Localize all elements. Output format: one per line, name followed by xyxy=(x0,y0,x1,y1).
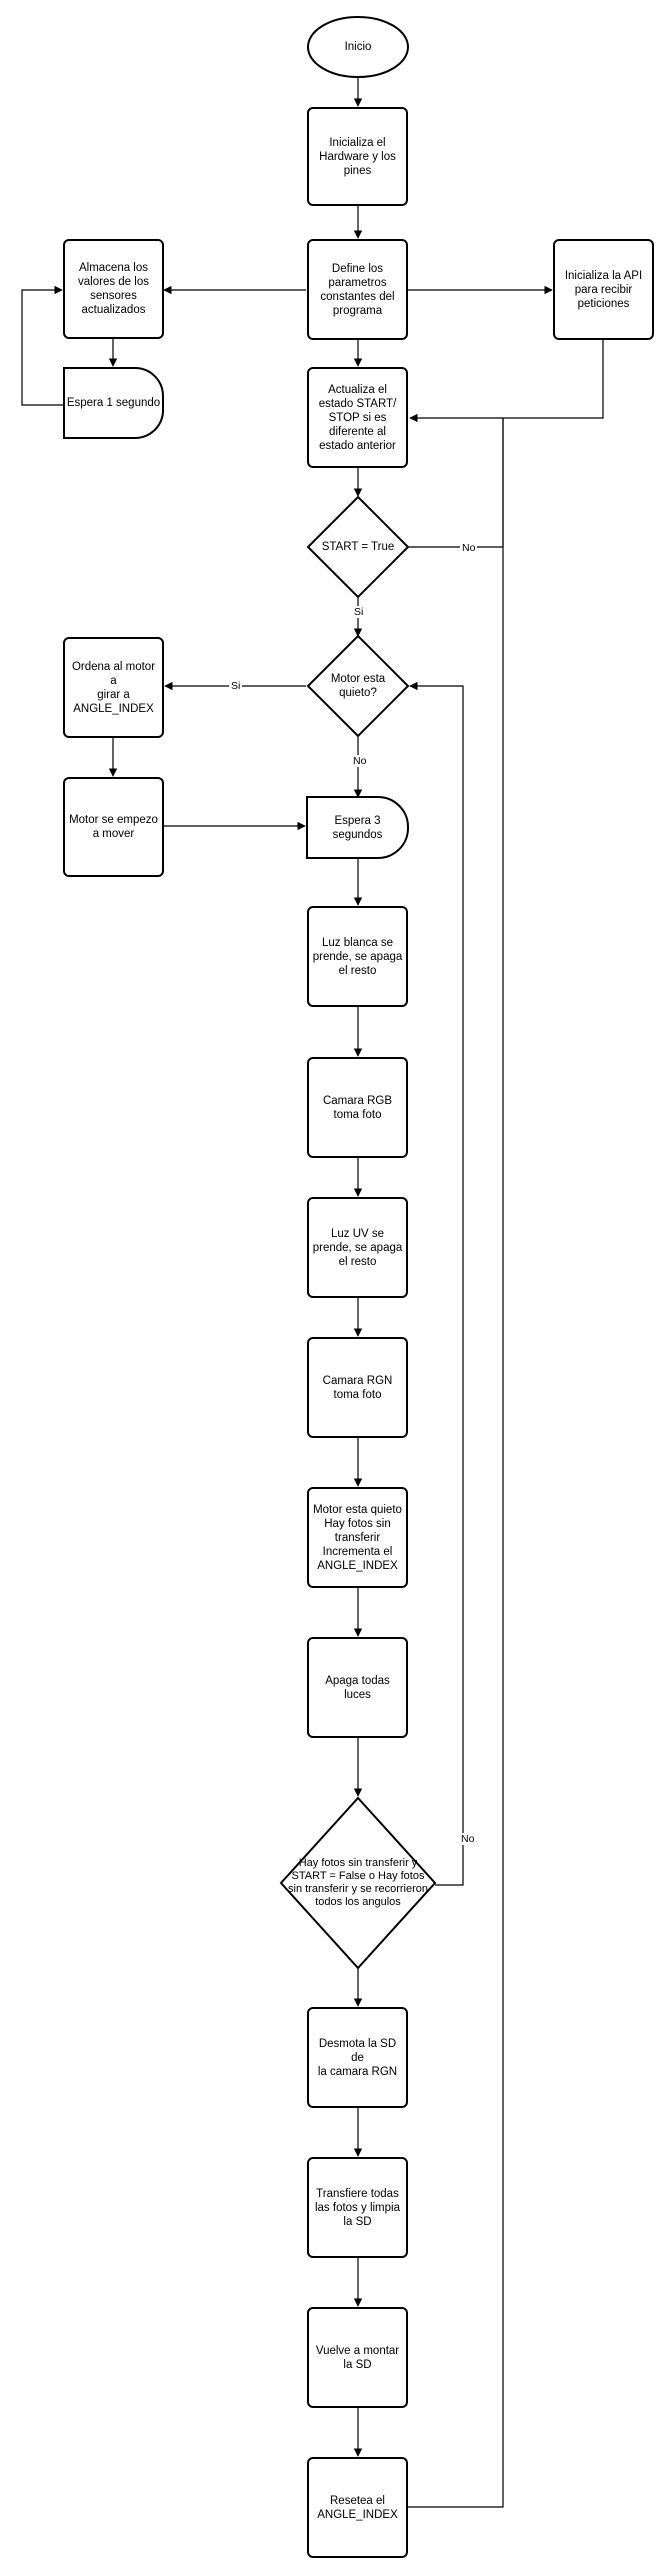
edge-label-no-fotos: No xyxy=(459,1833,477,1845)
node-label: Luz UV se prende, se apaga el resto xyxy=(312,1227,403,1268)
node-label: Motor se empezo a mover xyxy=(69,814,158,840)
node-ordena-motor: Ordena al motor a girar a ANGLE_INDEX xyxy=(63,637,164,738)
node-label: Hay fotos sin transferir y START = False… xyxy=(288,1857,428,1908)
node-inicializa-api: Inicializa la API para recibir peticione… xyxy=(553,239,654,340)
edge-resetea-loop xyxy=(408,418,504,2508)
node-label: Define los parametros constantes del pro… xyxy=(320,262,395,317)
start-ellipse xyxy=(307,16,409,78)
node-luz-uv: Luz UV se prende, se apaga el resto xyxy=(307,1197,408,1298)
node-label: Camara RGB toma foto xyxy=(322,1094,393,1121)
start-node: Inicio xyxy=(308,17,408,77)
node-label: Motor esta quieto? xyxy=(330,673,386,699)
node-desmonta-sd: Desmota la SD de la camara RGN xyxy=(307,2007,408,2108)
node-label: Camara RGN toma foto xyxy=(322,1374,393,1401)
start-label: Inicio xyxy=(344,41,372,53)
edge-api-actualiza xyxy=(409,340,604,423)
node-label: Inicializa el Hardware y los pines xyxy=(319,136,396,177)
node-motor-quieto: Motor esta quieto? xyxy=(308,666,408,706)
node-vuelve-montar: Vuelve a montar la SD xyxy=(307,2307,408,2408)
edge-label-no-motor: No xyxy=(351,755,369,767)
node-motor-empezo: Motor se empezo a mover xyxy=(63,777,164,877)
node-label: Apaga todas luces xyxy=(325,1674,390,1701)
node-hay-fotos: Hay fotos sin transferir y START = False… xyxy=(275,1840,441,1926)
node-espera-1-segundo: Espera 1 segundo xyxy=(64,368,163,438)
node-camara-rgn: Camara RGN toma foto xyxy=(307,1337,408,1438)
edge-hayfotos-no xyxy=(409,681,464,1886)
node-actualiza-estado: Actualiza el estado START/ STOP si es di… xyxy=(307,367,408,468)
node-espera-3-segundos: Espera 3 segundos xyxy=(307,797,408,858)
node-resetea-angle: Resetea el ANGLE_INDEX xyxy=(307,2457,408,2558)
delay-shape-espera-1 xyxy=(63,367,164,440)
edge-espera-almacena xyxy=(21,285,64,406)
edge-label-no-start: No xyxy=(460,542,478,554)
node-label: Desmota la SD de la camara RGN xyxy=(317,2037,398,2078)
node-define-parametros: Define los parametros constantes del pro… xyxy=(307,239,408,340)
node-label: Luz blanca se prende, se apaga el resto xyxy=(312,936,403,977)
node-start-true: START = True xyxy=(308,532,408,562)
node-label: Inicializa la API para recibir peticione… xyxy=(564,269,643,310)
node-motor-quieto-fotos: Motor esta quieto Hay fotos sin transfer… xyxy=(307,1487,408,1588)
node-label: Motor esta quieto Hay fotos sin transfer… xyxy=(313,1503,402,1572)
node-label: Ordena al motor a girar a ANGLE_INDEX xyxy=(71,660,156,715)
node-label: Espera 3 segundos xyxy=(332,814,383,841)
edge-label-si-motor: Si xyxy=(229,680,243,692)
node-label: Vuelve a montar la SD xyxy=(315,2344,400,2371)
decision-shape-fotos xyxy=(279,1796,437,1970)
node-label: Transfiere todas las fotos y limpia la S… xyxy=(314,2187,400,2228)
node-apaga-luces: Apaga todas luces xyxy=(307,1637,408,1738)
node-camara-rgb: Camara RGB toma foto xyxy=(307,1057,408,1158)
node-label: START = True xyxy=(321,541,395,553)
edge-start-no xyxy=(408,418,504,548)
node-transfiere-fotos: Transfiere todas las fotos y limpia la S… xyxy=(307,2157,408,2258)
node-label: Espera 1 segundo xyxy=(66,397,161,409)
decision-shape-motor xyxy=(306,634,410,738)
node-label: Resetea el ANGLE_INDEX xyxy=(317,2494,398,2521)
node-inicializa-hardware: Inicializa el Hardware y los pines xyxy=(307,107,408,206)
node-label: Actualiza el estado START/ STOP si es di… xyxy=(318,383,397,452)
delay-shape-espera-3 xyxy=(306,796,409,859)
node-luz-blanca: Luz blanca se prende, se apaga el resto xyxy=(307,906,408,1007)
decision-shape-start xyxy=(306,495,410,599)
node-almacena-valores: Almacena los valores de los sensores act… xyxy=(63,239,164,339)
edge-label-si-start: Si xyxy=(352,606,366,618)
node-label: Almacena los valores de los sensores act… xyxy=(78,262,149,316)
